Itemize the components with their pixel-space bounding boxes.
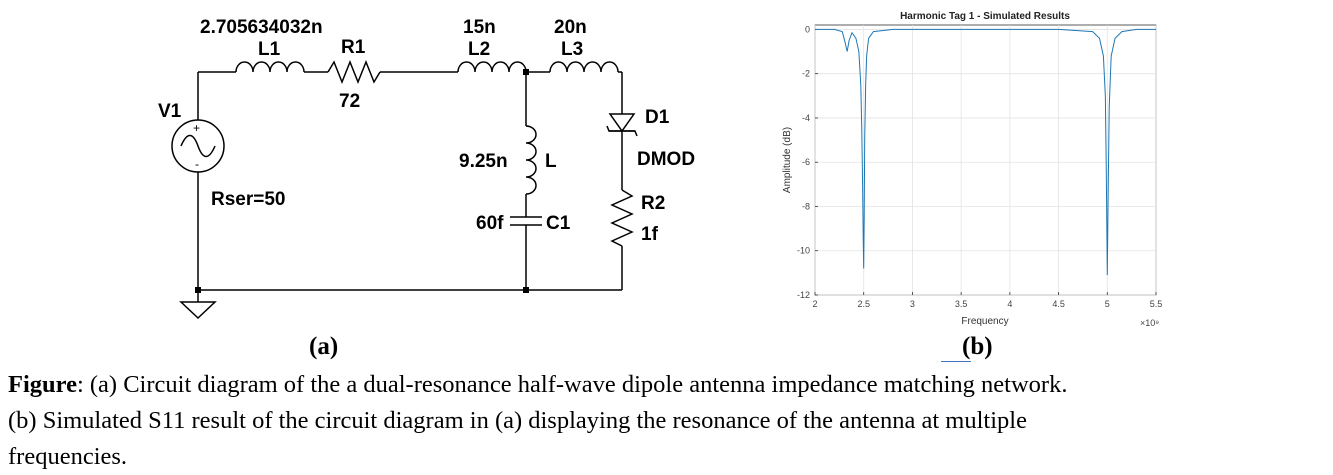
l3-value-label: 20n: [554, 17, 587, 38]
l1-label: L1: [258, 39, 281, 60]
ground-symbol: [179, 301, 217, 320]
r2-value-label: 1f: [641, 224, 659, 245]
caret-underline: [941, 361, 971, 362]
inductor-l-coil: [525, 125, 537, 195]
x-tick-label: 5: [1105, 299, 1110, 309]
circuit-diagram: + - 2.705634032n L1 R1 72 15n L2 20n L3 …: [158, 17, 695, 320]
v1-plus-sign: +: [193, 121, 200, 135]
x-axis-label: Frequency: [961, 316, 1008, 327]
r1-value-label: 72: [339, 91, 360, 112]
diode-d1-triangle: [608, 113, 636, 133]
y-tick-label: -6: [802, 157, 810, 167]
l2-value-label: 15n: [463, 17, 496, 38]
plot-area: [814, 24, 1157, 296]
l1-value-label: 2.705634032n: [200, 17, 323, 38]
figure-caption: Figure: (a) Circuit diagram of the a dua…: [8, 367, 1326, 475]
y-tick-label: -8: [802, 201, 810, 211]
plot-ticks: 2 2.5 3 3.5 4 4.5 5 5.5 0 -2 -4 -6 -8 -10 -12: [797, 24, 1162, 309]
resistor-r2-zigzag: [610, 189, 634, 247]
x-tick-label: 2.5: [857, 299, 870, 309]
y-axis-label: Amplitude (dB): [782, 127, 793, 193]
chart-title: Harmonic Tag 1 - Simulated Results: [900, 11, 1070, 22]
sublabel-a: (a): [309, 333, 339, 360]
dmod-label: DMOD: [637, 149, 695, 170]
caption-line-1: Figure: (a) Circuit diagram of the a dua…: [8, 367, 1326, 403]
y-tick-label: -12: [797, 290, 810, 300]
x-tick-label: 5.5: [1150, 299, 1163, 309]
x-tick-label: 3: [910, 299, 915, 309]
inductor-l1-coil: [235, 61, 305, 73]
l-value-label: 9.25n: [459, 151, 508, 172]
y-tick-label: -10: [797, 246, 810, 256]
x-tick-label: 4: [1007, 299, 1012, 309]
d1-label: D1: [645, 107, 670, 128]
inductor-l3-coil: [549, 61, 619, 73]
l2-label: L2: [468, 39, 490, 60]
l3-label: L3: [561, 39, 583, 60]
resistor-r1-zigzag: [327, 59, 381, 85]
v1-minus-sign: -: [195, 157, 199, 171]
junction-bottom-mid: [523, 287, 529, 293]
y-tick-label: -4: [802, 113, 810, 123]
c1-value-label: 60f: [476, 213, 504, 234]
v1-label: V1: [158, 101, 182, 122]
s11-series-line: [815, 28, 1156, 276]
x-tick-label: 4.5: [1052, 299, 1065, 309]
plot-grid: [814, 25, 1157, 296]
caption-line-2: (b) Simulated S11 result of the circuit …: [8, 407, 1027, 434]
x-tick-label: 3.5: [955, 299, 968, 309]
voltage-source-sine: [180, 134, 216, 158]
r2-label: R2: [641, 193, 665, 214]
c1-label: C1: [546, 213, 571, 234]
junction-bottom-left: [195, 287, 201, 293]
caption-line-3: frequencies.: [8, 443, 128, 470]
y-tick-label: 0: [805, 24, 810, 34]
caption-line-1-rest: : (a) Circuit diagram of the a dual-reso…: [76, 371, 1068, 398]
sublabel-b: (b): [962, 333, 993, 360]
caption-bold-word: Figure: [8, 371, 77, 398]
x-tick-label: 2: [812, 299, 817, 309]
rser-label: Rser=50: [211, 189, 285, 210]
x-axis-exponent: ×10⁹: [1140, 318, 1159, 328]
inductor-l2-coil: [457, 61, 527, 73]
y-tick-label: -2: [802, 69, 810, 79]
junction-top-mid: [523, 69, 529, 75]
s11-chart: 2 2.5 3 3.5 4 4.5 5 5.5 0 -2 -4 -6 -8 -10 -12 Harmonic…: [782, 11, 1162, 328]
l-label: L: [545, 151, 557, 172]
r1-label: R1: [341, 37, 366, 58]
